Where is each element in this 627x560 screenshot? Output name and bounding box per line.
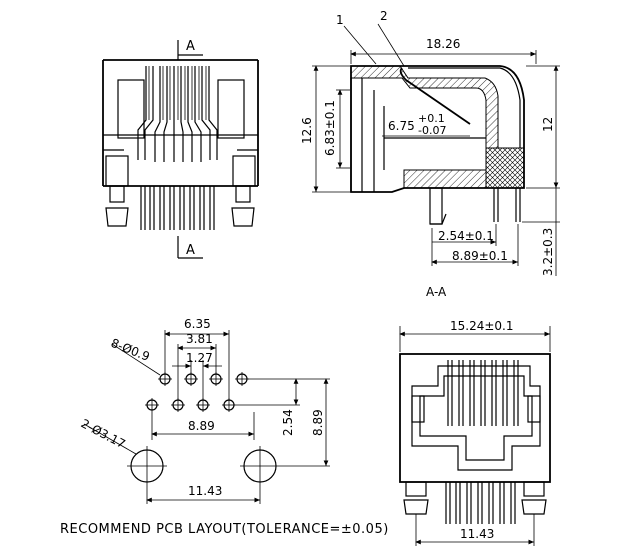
- dim-889: 8.89±0.1: [452, 249, 508, 263]
- dim-height-right: 12: [541, 117, 555, 132]
- rear-view: 15.24±0.1 11.43: [399, 319, 551, 546]
- holes-large-label: 2-Ø3.17: [79, 416, 128, 451]
- rear-pins: [403, 481, 547, 524]
- holes-small-label: 8-Ø0.9: [109, 336, 152, 364]
- front-view: A A: [102, 39, 259, 259]
- dim-683: 6.83±0.1: [323, 100, 337, 156]
- callout-2: 2: [380, 9, 388, 23]
- pcb-layout: 6.35 3.81 1.27 8-Ø0.9 2-Ø3.17 8.89 2.54 …: [79, 317, 330, 504]
- rear-contacts: [447, 360, 519, 426]
- dim-32: 3.2±0.3: [541, 228, 555, 276]
- hole-row-top: [158, 372, 249, 386]
- contact-fingers: [137, 66, 218, 162]
- dim-254-v: 2.54: [281, 409, 295, 436]
- dim-889-h: 8.89: [188, 419, 215, 433]
- side-section: 1 2 18.26 12.6 6.83±0.1 6.75 +0.1 -0.07 …: [300, 9, 560, 299]
- dim-889-v: 8.89: [311, 409, 325, 436]
- dim-1143-pcb: 11.43: [188, 484, 222, 498]
- mounting-holes: [127, 446, 280, 486]
- dim-height-total: 12.6: [300, 117, 314, 144]
- section-label-bottom: A: [186, 243, 195, 258]
- dim-675: 6.75: [388, 119, 415, 133]
- dim-675-plus: +0.1: [418, 112, 445, 125]
- dim-1524: 15.24±0.1: [450, 319, 514, 333]
- dim-127: 1.27: [186, 351, 213, 365]
- dim-675-minus: -0.07: [418, 124, 446, 137]
- pcb-layout-caption: RECOMMEND PCB LAYOUT(TOLERANCE=±0.05): [60, 522, 389, 537]
- dim-635: 6.35: [184, 317, 211, 331]
- callout-1: 1: [336, 13, 344, 27]
- section-name: A-A: [426, 285, 447, 299]
- dim-254: 2.54±0.1: [438, 229, 494, 243]
- front-pins: [105, 185, 255, 230]
- hole-row-bottom: [145, 398, 236, 412]
- dim-1143-rear: 11.43: [460, 527, 494, 541]
- dim-381: 3.81: [186, 332, 213, 346]
- dim-length: 18.26: [426, 37, 460, 51]
- section-line-a: A A: [177, 39, 203, 259]
- section-label-top: A: [186, 39, 195, 54]
